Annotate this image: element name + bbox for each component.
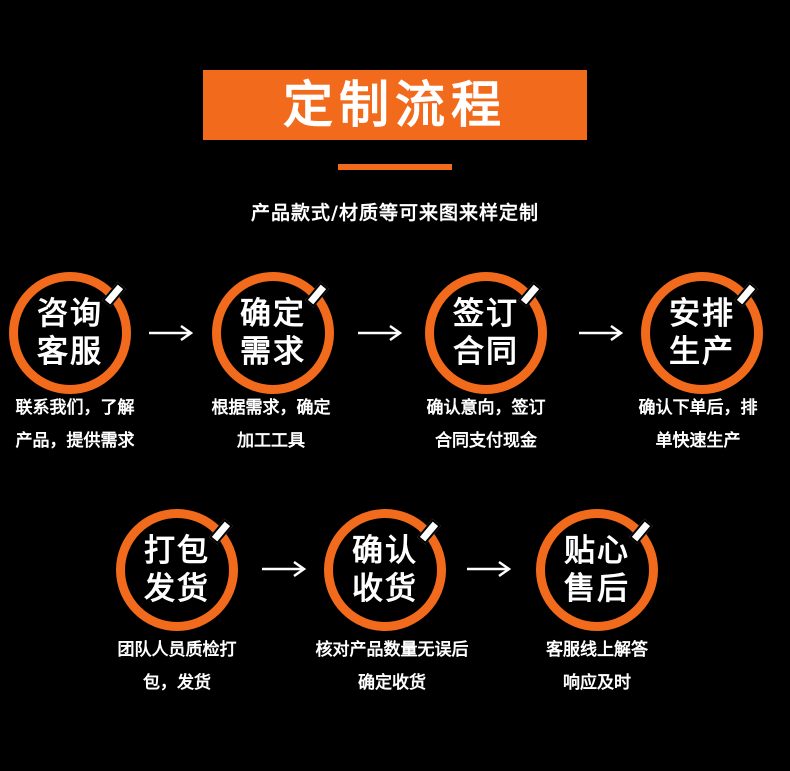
step-title-line1: 安排: [669, 296, 735, 332]
step-desc-after-sales: 客服线上解答 响应及时: [497, 634, 697, 700]
step-desc-confirm-needs: 根据需求，确定 加工工具: [171, 392, 371, 458]
step-desc-line1: 核对产品数量无误后: [315, 640, 469, 660]
step-title-line1: 签订: [453, 296, 519, 332]
step-circle-confirm-needs: 确定 需求: [212, 272, 334, 394]
step-desc-line1: 根据需求，确定: [211, 398, 331, 418]
step-title-line1: 打包: [144, 533, 210, 569]
step-desc-line1: 确认下单后，排: [638, 398, 758, 418]
step-desc-line2: 响应及时: [563, 673, 631, 693]
step-desc-line1: 客服线上解答: [546, 640, 648, 660]
step-title-line1: 咨询: [37, 296, 103, 332]
step-circle-confirm-receipt: 确认 收货: [324, 509, 446, 631]
step-circle-sign-contract: 签订 合同: [425, 272, 547, 394]
step-circle-after-sales: 贴心 售后: [536, 509, 658, 631]
step-circle-consult: 咨询 客服: [9, 272, 131, 394]
step-circle-arrange-production: 安排 生产: [641, 272, 763, 394]
step-desc-confirm-receipt: 核对产品数量无误后 确定收货: [292, 634, 492, 700]
step-circle-pack-ship: 打包 发货: [116, 509, 238, 631]
step-desc-sign-contract: 确认意向，签订 合同支付现金: [386, 392, 586, 458]
arrow-right-icon: [149, 324, 194, 342]
step-title-line2: 需求: [240, 334, 306, 370]
arrow-right-icon: [467, 560, 512, 578]
step-title-line1: 确认: [352, 533, 418, 569]
step-title-line2: 发货: [144, 571, 210, 607]
step-title-line1: 贴心: [564, 533, 630, 569]
step-desc-line2: 单快速生产: [655, 431, 741, 451]
step-title-line2: 合同: [453, 334, 519, 370]
step-desc-line2: 加工工具: [237, 431, 305, 451]
step-desc-line2: 确定收货: [358, 673, 426, 693]
step-title-line1: 确定: [240, 296, 306, 332]
step-desc-line1: 确认意向，签订: [426, 398, 546, 418]
step-desc-line2: 包，发货: [143, 673, 211, 693]
arrow-right-icon: [358, 324, 403, 342]
step-desc-pack-ship: 团队人员质检打 包，发货: [77, 634, 277, 700]
subtitle: 产品款式/材质等可来图来样定制: [251, 202, 539, 224]
step-title-line2: 客服: [37, 334, 103, 370]
step-title-line2: 售后: [564, 571, 630, 607]
title-underline: [338, 164, 452, 170]
step-desc-arrange-production: 确认下单后，排 单快速生产: [598, 392, 790, 458]
arrow-right-icon: [579, 324, 624, 342]
page-title: 定制流程: [283, 76, 507, 134]
step-title-line2: 生产: [669, 334, 735, 370]
arrow-right-icon: [262, 560, 307, 578]
step-title-line2: 收货: [352, 571, 418, 607]
step-desc-line1: 联系我们，了解: [15, 398, 135, 418]
title-banner: 定制流程: [203, 70, 587, 140]
step-desc-line2: 合同支付现金: [435, 431, 537, 451]
step-desc-consult: 联系我们，了解 产品，提供需求: [0, 392, 175, 458]
step-desc-line1: 团队人员质检打: [117, 640, 237, 660]
step-desc-line2: 产品，提供需求: [15, 431, 135, 451]
